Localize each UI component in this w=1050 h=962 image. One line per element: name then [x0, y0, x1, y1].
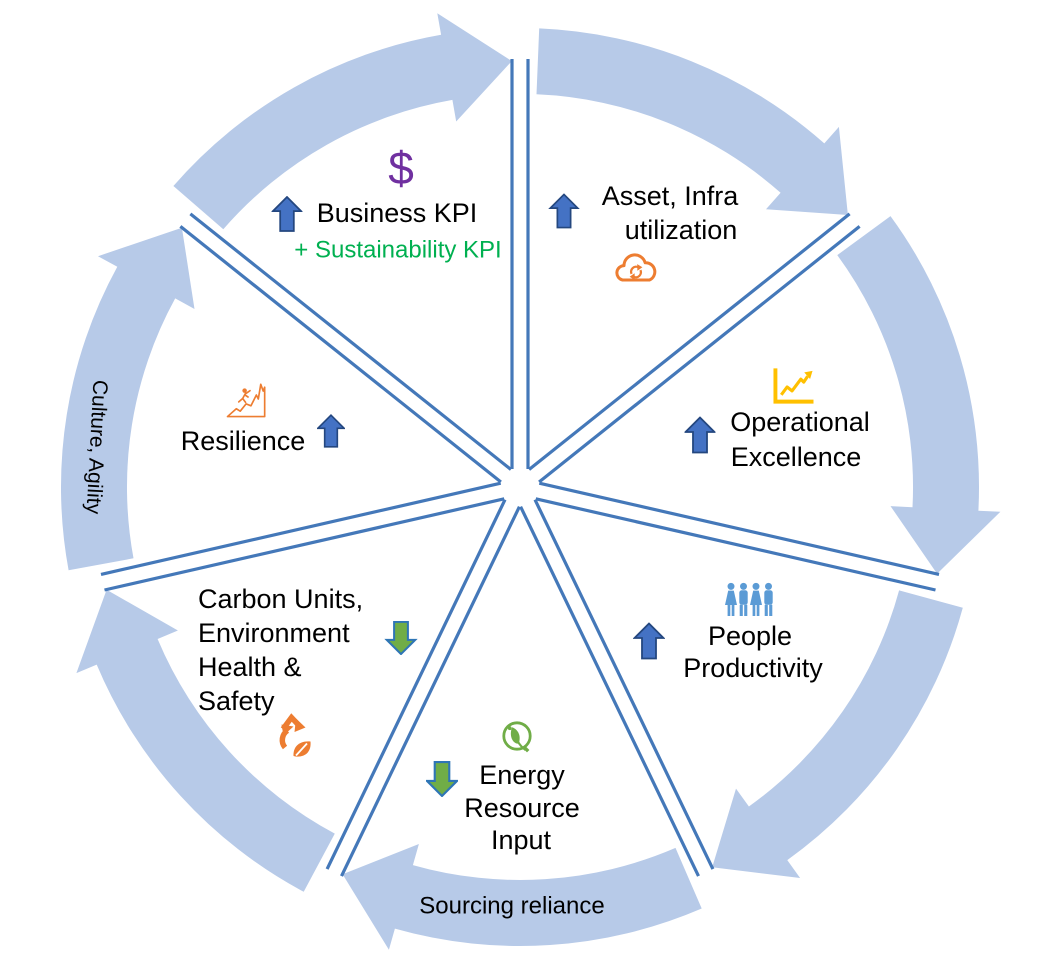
recycle-leaf-icon — [279, 713, 311, 757]
cloud-sync-icon — [615, 253, 657, 282]
wedge-label-people: People — [707, 620, 793, 651]
wedge-label-productivity: Productivity — [683, 652, 823, 683]
people-icon — [725, 582, 773, 616]
eco-leaf — [510, 727, 520, 744]
climber-head — [242, 388, 247, 393]
wedge-divider-line — [340, 506, 521, 877]
wedge-label-asset-infra-line2: utilization — [624, 214, 738, 245]
wedge-divider-line — [100, 481, 502, 576]
wedge-divider-line — [538, 481, 940, 576]
recycle-leaf-vein — [295, 742, 308, 757]
wedge-label-carbon-units-ehs: Carbon Units, Environment Health & Safet… — [198, 582, 363, 718]
carbon-line-4: Safety — [198, 686, 275, 716]
wedge-sublabel-sustainability-kpi: + Sustainability KPI — [294, 236, 502, 264]
wedge-label-resilience: Resilience — [180, 425, 306, 456]
ring-label-sourcing-reliance: Sourcing reliance — [419, 892, 605, 920]
wedge-divider-line — [104, 497, 505, 592]
cycle-arrow-segment — [76, 589, 335, 892]
wedge-divider-line — [189, 212, 512, 471]
down-arrow-shape — [426, 761, 458, 797]
climber-body — [237, 389, 251, 404]
people-figures — [725, 582, 773, 616]
wedge-label-excellence: Excellence — [730, 441, 862, 472]
chart-axes — [773, 368, 814, 404]
wedge-divider-line — [179, 225, 502, 484]
wedge-divider-line — [528, 212, 851, 471]
mountain-outline — [226, 383, 266, 418]
up-arrow-shape — [633, 622, 665, 660]
cycle-arrow-segment — [536, 28, 848, 216]
eco-dot — [507, 726, 512, 731]
eco-energy-icon — [502, 721, 532, 753]
up-arrow-icon — [271, 196, 303, 232]
wedge-divider-line — [538, 225, 861, 484]
wedge-divider-line — [519, 506, 700, 877]
up-arrow-icon — [317, 414, 345, 448]
up-arrow-shape — [271, 196, 303, 232]
wedge-divider-line — [325, 499, 507, 870]
cloud-outline — [615, 253, 657, 282]
cycle-arrow-segment — [342, 844, 702, 950]
wedge-label-business-kpi: Business KPI — [316, 197, 478, 228]
chart-arrowhead — [804, 370, 813, 379]
wedge-label-resource: Resource — [464, 792, 580, 823]
carbon-line-3: Health & — [198, 652, 302, 682]
dollar-icon: $ — [388, 141, 414, 194]
chart-trend-line — [780, 375, 809, 396]
down-arrow-icon — [426, 761, 458, 797]
up-arrow-shape — [317, 414, 345, 448]
cycle-arrow-segment — [60, 227, 195, 571]
line-chart-icon — [773, 368, 814, 404]
down-arrow-icon — [384, 621, 418, 655]
wedge-label-energy: Energy — [479, 759, 565, 790]
wedge-label-operational: Operational — [730, 406, 870, 437]
cycle-arrow-segment — [173, 13, 512, 230]
carbon-line-2: Environment — [198, 618, 350, 648]
cycle-arrow-segment — [712, 590, 963, 878]
up-arrow-icon — [633, 622, 665, 660]
eco-plug — [523, 746, 530, 753]
eco-circle — [502, 721, 532, 751]
sync-arrowhead-bottom — [629, 273, 635, 280]
wedge-divider-line — [535, 497, 936, 592]
up-arrow-shape — [548, 193, 580, 229]
mountain-climber-icon — [226, 383, 266, 418]
wedge-label-input: Input — [490, 824, 552, 855]
up-arrow-shape — [684, 416, 716, 454]
wedge-label-asset-infra-line1: Asset, Infra — [601, 180, 739, 211]
cycle-arrow-segment — [837, 216, 1001, 574]
recycle-head-left — [281, 724, 294, 736]
sync-arrowhead-top — [637, 264, 643, 271]
up-arrow-icon — [548, 193, 580, 229]
carbon-line-1: Carbon Units, — [198, 584, 364, 614]
wedge-divider-line — [533, 499, 715, 870]
recycle-head-top — [294, 718, 306, 732]
up-arrow-icon — [684, 416, 716, 454]
down-arrow-shape — [384, 621, 418, 655]
